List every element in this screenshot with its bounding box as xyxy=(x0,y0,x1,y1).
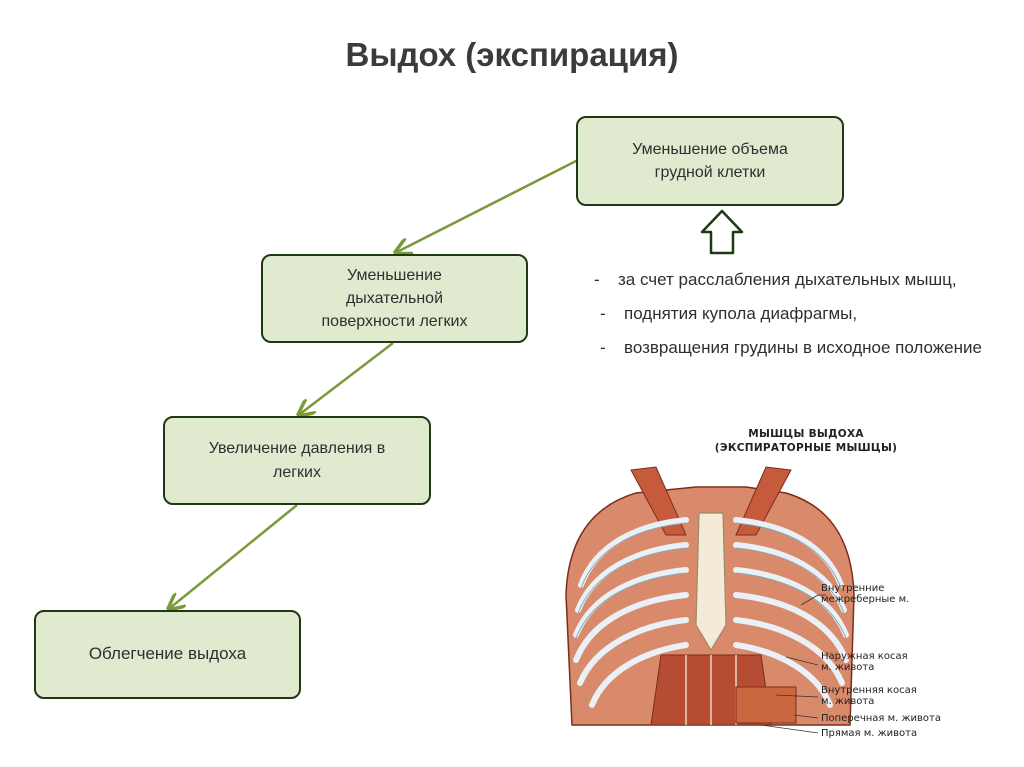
box-increase-lung-pressure: Увеличение давления в легких xyxy=(163,416,431,505)
cause-item: за счет расслабления дыхательных мышц, xyxy=(590,268,990,292)
arrow-pressure-to-exhale xyxy=(170,504,298,608)
arrow-surface-to-pressure xyxy=(300,342,394,414)
cause-item: поднятия купола диафрагмы, xyxy=(596,302,990,326)
illustration-title-line1: МЫШЦЫ ВЫДОХА xyxy=(748,428,864,440)
arrow-volume-to-surface xyxy=(397,158,579,252)
ribcage-drawing xyxy=(565,466,855,734)
box-decrease-chest-volume: Уменьшение объема грудной клетки xyxy=(576,116,844,206)
label-internal-intercostal: Внутренние межреберные м. xyxy=(821,583,910,605)
box-easier-exhale: Облегчение выдоха xyxy=(34,610,301,699)
box-decrease-lung-surface: Уменьшение дыхательной поверхности легки… xyxy=(261,254,528,343)
slide-title: Выдох (экспирация) xyxy=(345,36,679,73)
expiratory-muscles-illustration: МЫШЦЫ ВЫДОХА (ЭКСПИРАТОРНЫЕ МЫШЦЫ) xyxy=(536,425,966,755)
up-arrow-icon xyxy=(700,209,744,255)
label-internal-oblique: Внутренняя косая м. живота xyxy=(821,685,917,707)
label-rectus-abdominis: Прямая м. живота xyxy=(821,728,918,739)
illustration-title-line2: (ЭКСПИРАТОРНЫЕ МЫШЦЫ) xyxy=(714,442,898,454)
causes-list: за счет расслабления дыхательных мышц, п… xyxy=(590,268,990,370)
label-transverse-abdominis: Поперечная м. живота xyxy=(821,713,941,724)
cause-item: возвращения грудины в исходное положение xyxy=(596,336,990,360)
label-external-oblique: Наружная косая м. живота xyxy=(821,651,908,673)
